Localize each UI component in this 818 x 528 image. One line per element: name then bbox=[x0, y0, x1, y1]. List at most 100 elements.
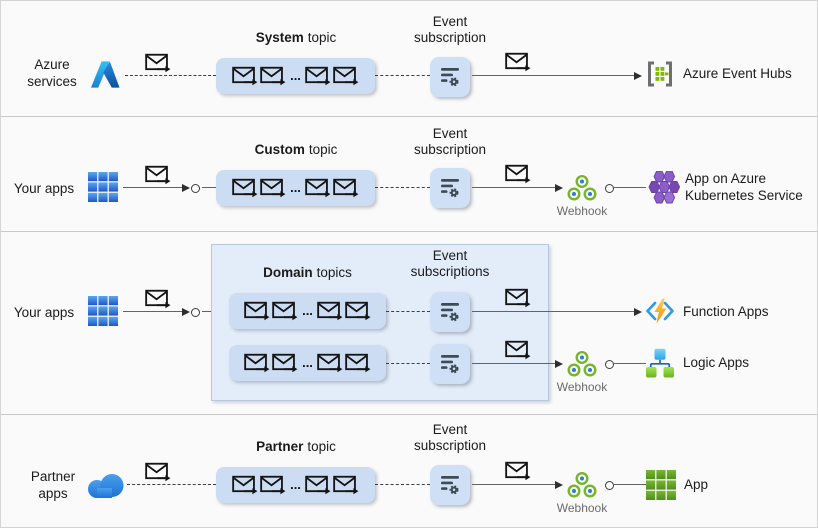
filter-gear-icon bbox=[437, 65, 463, 89]
event-envelope-icon bbox=[145, 289, 171, 310]
row3-domain-topic-box-1: ... bbox=[229, 293, 386, 329]
envelope-icon bbox=[345, 301, 371, 322]
connector-line bbox=[123, 187, 182, 188]
envelope-icon bbox=[232, 475, 258, 496]
subscription-label-line1: Event bbox=[432, 248, 468, 263]
arrowhead bbox=[182, 183, 190, 192]
row1-target-label: Azure Event Hubs bbox=[683, 66, 792, 81]
event-envelope-icon bbox=[505, 288, 531, 309]
row2-source-label: Your apps bbox=[13, 181, 75, 196]
envelope-icon bbox=[232, 178, 258, 199]
topic-title-rest: topic bbox=[307, 30, 337, 45]
row2-event-subscription-box bbox=[430, 168, 470, 208]
connector-dashed bbox=[127, 484, 216, 485]
row2-subscription-label: Event subscription bbox=[395, 126, 505, 158]
webhook-label: Webhook bbox=[556, 380, 608, 394]
row2-custom-topic-box: ... bbox=[216, 170, 375, 206]
envelope-icon bbox=[272, 353, 298, 374]
envelope-icon bbox=[345, 353, 371, 374]
webhook-icon bbox=[566, 470, 598, 500]
arrowhead bbox=[182, 307, 190, 316]
connector-dashed bbox=[386, 363, 430, 364]
envelope-icon bbox=[260, 178, 286, 199]
row4-target-label: App bbox=[684, 477, 709, 492]
row3-event-subscription-box-1 bbox=[430, 292, 470, 332]
endpoint-circle bbox=[191, 183, 200, 193]
logic-apps-icon bbox=[646, 348, 674, 378]
topic-title-rest: topics bbox=[316, 265, 352, 280]
connector-line bbox=[613, 187, 646, 188]
arrowhead bbox=[634, 71, 642, 80]
azure-event-hubs-icon bbox=[645, 59, 675, 89]
row-divider bbox=[1, 116, 817, 117]
ellipsis: ... bbox=[290, 68, 301, 83]
row4-partner-topic-box: ... bbox=[216, 467, 375, 503]
filter-gear-icon bbox=[437, 352, 463, 376]
connector-line bbox=[472, 187, 555, 188]
your-apps-icon bbox=[88, 172, 118, 202]
subscription-label-line2: subscriptions bbox=[410, 264, 490, 279]
azure-services-icon bbox=[90, 59, 120, 90]
envelope-icon bbox=[305, 178, 331, 199]
connector-line bbox=[202, 187, 216, 188]
row-divider bbox=[1, 231, 817, 232]
subscription-label-line1: Event bbox=[432, 126, 468, 141]
endpoint-circle bbox=[605, 184, 614, 193]
event-envelope-icon bbox=[505, 340, 531, 361]
envelope-icon bbox=[260, 475, 286, 496]
event-envelope-icon bbox=[505, 461, 531, 482]
subscription-label-line1: Event bbox=[432, 422, 468, 437]
row3-subscriptions-label: Event subscriptions bbox=[395, 248, 505, 280]
envelope-icon bbox=[333, 475, 359, 496]
envelope-icon bbox=[244, 301, 270, 322]
connector-line bbox=[202, 311, 212, 312]
subscription-label-line2: subscription bbox=[413, 142, 487, 157]
envelope-icon bbox=[244, 353, 270, 374]
row1-source-label: Azure services bbox=[27, 57, 77, 89]
row3-domain-topic-box-2: ... bbox=[229, 345, 386, 381]
connector-dashed bbox=[125, 75, 216, 76]
connector-line bbox=[123, 311, 182, 312]
row2-target-label: App on Azure Kubernetes Service bbox=[685, 171, 803, 203]
envelope-icon bbox=[305, 66, 331, 87]
connector-dashed bbox=[375, 187, 430, 188]
webhook-label: Webhook bbox=[556, 501, 608, 515]
envelope-icon bbox=[232, 66, 258, 87]
row-divider bbox=[1, 414, 817, 415]
event-envelope-icon bbox=[505, 52, 531, 73]
your-apps-icon bbox=[88, 296, 118, 326]
webhook-label: Webhook bbox=[556, 204, 608, 218]
row1-event-subscription-box bbox=[430, 57, 470, 97]
envelope-icon bbox=[305, 475, 331, 496]
row4-source-label: Partner apps bbox=[30, 469, 76, 501]
topic-title-rest: topic bbox=[308, 142, 338, 157]
row4-event-subscription-box bbox=[430, 465, 470, 505]
row3-target-b-label: Logic Apps bbox=[683, 355, 750, 370]
arrowhead bbox=[634, 307, 642, 316]
app-grid-icon bbox=[646, 470, 676, 500]
connector-line bbox=[472, 363, 555, 364]
subscription-label-line2: subscription bbox=[413, 438, 487, 453]
envelope-icon bbox=[260, 66, 286, 87]
topic-title-bold: Partner bbox=[256, 439, 304, 454]
event-envelope-icon bbox=[145, 462, 171, 483]
connector-line bbox=[613, 484, 646, 485]
arrowhead bbox=[555, 183, 563, 192]
envelope-icon bbox=[317, 301, 343, 322]
filter-gear-icon bbox=[437, 176, 463, 200]
connector-line bbox=[613, 363, 646, 364]
endpoint-circle bbox=[605, 481, 614, 490]
envelope-icon bbox=[333, 66, 359, 87]
row3-source-label: Your apps bbox=[13, 305, 75, 320]
event-envelope-icon bbox=[145, 165, 171, 186]
connector-line bbox=[472, 311, 634, 312]
envelope-icon bbox=[272, 301, 298, 322]
topic-title-rest: topic bbox=[307, 439, 336, 454]
subscription-label-line2: subscription bbox=[413, 30, 487, 45]
subscription-label-line1: Event bbox=[432, 14, 468, 29]
ellipsis: ... bbox=[302, 355, 313, 370]
row1-system-topic-box: ... bbox=[216, 58, 375, 94]
connector-dashed bbox=[375, 75, 430, 76]
row3-event-subscription-box-2 bbox=[430, 344, 470, 384]
